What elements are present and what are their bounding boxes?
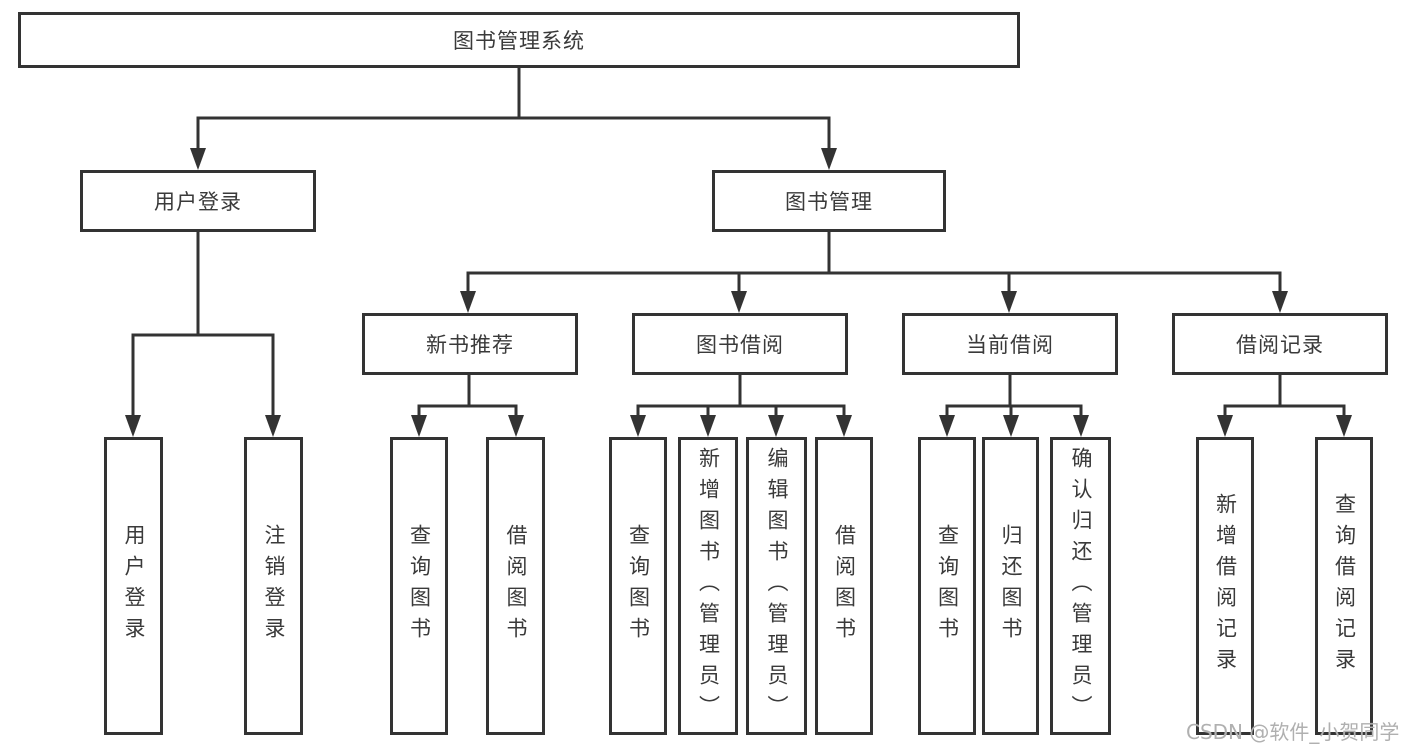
node-label: 确认归还（管理员） — [1069, 446, 1093, 726]
node-label: 查询图书 — [935, 524, 960, 648]
leaf-borrow-add-books-admin: 新增图书（管理员） — [678, 437, 738, 735]
node-label: 图书管理系统 — [453, 29, 585, 53]
node-label: 用户登录 — [154, 190, 242, 214]
leaf-current-return-books: 归还图书 — [982, 437, 1039, 735]
leaf-records-query-record: 查询借阅记录 — [1315, 437, 1373, 735]
node-label: 新增图书（管理员） — [696, 446, 721, 726]
node-label: 图书借阅 — [696, 333, 784, 357]
node-label: 新书推荐 — [426, 333, 514, 357]
node-label: 用户登录 — [122, 524, 146, 648]
leaf-borrow-query-books: 查询图书 — [609, 437, 667, 735]
node-book-borrow: 图书借阅 — [632, 313, 848, 375]
node-label: 图书管理 — [785, 190, 873, 214]
node-user-login: 用户登录 — [80, 170, 316, 232]
csdn-watermark: CSDN @软件_小贺同学 — [1186, 720, 1400, 744]
node-label: 借阅记录 — [1236, 333, 1324, 357]
node-book-management: 图书管理 — [712, 170, 946, 232]
leaf-current-confirm-return-admin: 确认归还（管理员） — [1050, 437, 1111, 735]
node-label: 查询图书 — [626, 524, 651, 648]
node-label: 查询借阅记录 — [1332, 493, 1357, 679]
leaf-recommend-borrow-books: 借阅图书 — [486, 437, 545, 735]
leaf-recommend-query-books: 查询图书 — [390, 437, 448, 735]
leaf-logout: 注销登录 — [244, 437, 303, 735]
node-root: 图书管理系统 — [18, 12, 1020, 68]
node-label: 新增借阅记录 — [1213, 493, 1238, 679]
node-label: 归还图书 — [999, 524, 1023, 648]
node-new-book-recommend: 新书推荐 — [362, 313, 578, 375]
connector-group — [125, 66, 1352, 437]
node-label: 借阅图书 — [832, 524, 857, 648]
node-label: 查询图书 — [407, 524, 432, 648]
leaf-borrow-borrow-books: 借阅图书 — [815, 437, 873, 735]
node-label: 注销登录 — [262, 524, 286, 648]
node-current-borrow: 当前借阅 — [902, 313, 1118, 375]
node-label: 借阅图书 — [504, 524, 528, 648]
node-label: 当前借阅 — [966, 333, 1054, 357]
node-label: 编辑图书（管理员） — [765, 446, 789, 726]
leaf-borrow-edit-books-admin: 编辑图书（管理员） — [746, 437, 807, 735]
leaf-current-query-books: 查询图书 — [918, 437, 976, 735]
leaf-user-login: 用户登录 — [104, 437, 163, 735]
node-borrow-records: 借阅记录 — [1172, 313, 1388, 375]
leaf-records-add-record: 新增借阅记录 — [1196, 437, 1254, 735]
